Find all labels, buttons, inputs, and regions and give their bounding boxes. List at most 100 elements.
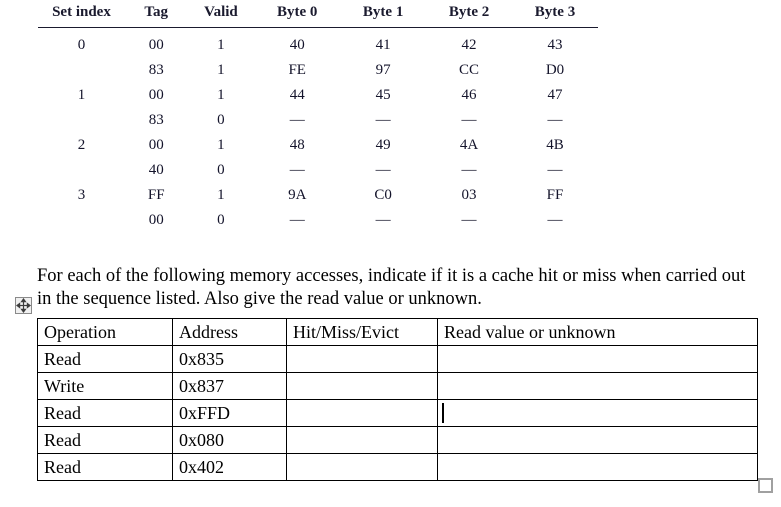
cell-set-index: 1 [77, 87, 86, 103]
cell-operation: Read [37, 399, 173, 427]
cell-byte-1: C0 [374, 187, 392, 203]
memory-access-answer-table[interactable]: Operation Address Hit/Miss/Evict Read va… [37, 318, 758, 481]
column-header-byte-2: Byte 2 [448, 4, 490, 20]
column-header-byte-0: Byte 0 [277, 4, 318, 20]
table-resize-handle[interactable] [758, 478, 773, 493]
cell-address: 0x837 [172, 372, 287, 400]
cell-read-value[interactable] [437, 453, 758, 481]
cell-valid: 0 [217, 112, 225, 128]
text-cursor-caret [442, 403, 444, 423]
cell-read-value[interactable] [437, 345, 758, 373]
cache-table-row: 2 00 1 48 49 4A 4B [38, 133, 598, 158]
cell-tag: FF [147, 187, 165, 203]
cell-byte-3: — [547, 212, 563, 228]
cell-set-index [38, 208, 125, 233]
cell-read-value-active[interactable] [437, 399, 758, 427]
cell-byte-0: — [289, 112, 305, 128]
cell-operation: Read [37, 345, 173, 373]
cell-set-index [38, 158, 125, 183]
cell-hit-miss-evict[interactable] [286, 426, 438, 454]
cell-byte-3: — [547, 162, 563, 178]
table-row: Write 0x837 [37, 372, 758, 400]
table-move-handle[interactable] [15, 297, 32, 314]
cell-byte-3: 43 [547, 37, 563, 53]
cell-byte-2: CC [459, 62, 480, 78]
cache-table-header-row: Set index Tag Valid Byte 0 Byte 1 Byte 2… [38, 4, 598, 28]
cell-set-index [38, 108, 125, 133]
cell-byte-3: — [547, 112, 563, 128]
cell-byte-1: — [375, 162, 391, 178]
cache-table-row: 83 0 — — — — [38, 108, 598, 133]
cell-byte-0: 48 [289, 137, 305, 153]
cell-set-index: 3 [77, 187, 86, 203]
cell-address: 0x080 [172, 426, 287, 454]
column-header-byte-3: Byte 3 [534, 4, 576, 20]
answer-table-body: Operation Address Hit/Miss/Evict Read va… [37, 318, 758, 481]
move-cross-icon [16, 298, 31, 313]
column-header-valid: Valid [204, 4, 238, 20]
cell-hit-miss-evict[interactable] [286, 372, 438, 400]
cell-byte-2: 4A [459, 137, 479, 153]
cell-hit-miss-evict[interactable] [286, 453, 438, 481]
column-header-operation: Operation [37, 318, 173, 346]
cell-operation: Write [37, 372, 173, 400]
cell-set-index [38, 58, 125, 83]
cell-byte-2: 46 [461, 87, 477, 103]
cell-hit-miss-evict[interactable] [286, 399, 438, 427]
cell-address: 0x402 [172, 453, 287, 481]
cell-byte-3: 47 [547, 87, 563, 103]
column-header-read-value: Read value or unknown [437, 318, 758, 346]
cell-valid: 1 [217, 137, 225, 153]
cell-byte-2: — [461, 112, 477, 128]
cell-valid: 1 [217, 87, 225, 103]
cell-tag: 83 [148, 62, 164, 78]
table-row: Read 0x835 [37, 345, 758, 373]
cell-byte-1: — [375, 112, 391, 128]
cell-tag: 40 [148, 162, 164, 178]
cell-byte-0: 44 [289, 87, 305, 103]
cell-byte-2: — [461, 162, 477, 178]
cache-table-head: Set index Tag Valid Byte 0 Byte 1 Byte 2… [38, 4, 598, 28]
column-header-byte-1: Byte 1 [362, 4, 404, 20]
cell-tag: 00 [148, 212, 164, 228]
column-header-address: Address [172, 318, 287, 346]
answer-table-header-row: Operation Address Hit/Miss/Evict Read va… [37, 318, 758, 346]
cell-address: 0x835 [172, 345, 287, 373]
cache-table-row: 1 00 1 44 45 46 47 [38, 83, 598, 108]
cell-read-value[interactable] [437, 426, 758, 454]
column-header-hit-miss-evict: Hit/Miss/Evict [286, 318, 438, 346]
cell-byte-2: 42 [461, 37, 477, 53]
cell-byte-1: 49 [375, 137, 391, 153]
column-header-tag: Tag [144, 4, 169, 20]
cell-byte-3: 4B [546, 137, 564, 153]
cell-valid: 1 [217, 62, 225, 78]
column-header-set-index: Set index [52, 4, 111, 20]
cell-byte-0: FE [288, 62, 306, 78]
cell-tag: 83 [148, 112, 164, 128]
cell-byte-0: — [289, 212, 305, 228]
cache-table-row: 40 0 — — — — [38, 158, 598, 183]
cell-byte-3: FF [546, 187, 564, 203]
cell-byte-2: 03 [461, 187, 477, 203]
cache-state-table: Set index Tag Valid Byte 0 Byte 1 Byte 2… [38, 4, 598, 233]
cache-table-row: 00 0 — — — — [38, 208, 598, 233]
cell-operation: Read [37, 453, 173, 481]
table-row: Read 0xFFD [37, 399, 758, 427]
cell-tag: 00 [148, 37, 164, 53]
cell-read-value[interactable] [437, 372, 758, 400]
cell-hit-miss-evict[interactable] [286, 345, 438, 373]
cell-tag: 00 [148, 87, 164, 103]
cell-set-index: 2 [77, 137, 86, 153]
cache-table-row: 0 00 1 40 41 42 43 [38, 28, 598, 59]
cell-byte-0: 40 [289, 37, 305, 53]
cell-address: 0xFFD [172, 399, 287, 427]
cell-byte-0: 9A [288, 187, 307, 203]
cell-byte-0: — [289, 162, 305, 178]
table-row: Read 0x402 [37, 453, 758, 481]
cache-table-row: 3 FF 1 9A C0 03 FF [38, 183, 598, 208]
cell-byte-2: — [461, 212, 477, 228]
cell-byte-1: 45 [375, 87, 391, 103]
cache-table-body: 0 00 1 40 41 42 43 83 1 FE 97 CC D0 1 00… [38, 28, 598, 234]
cell-valid: 0 [217, 162, 225, 178]
cell-byte-3: D0 [545, 62, 565, 78]
